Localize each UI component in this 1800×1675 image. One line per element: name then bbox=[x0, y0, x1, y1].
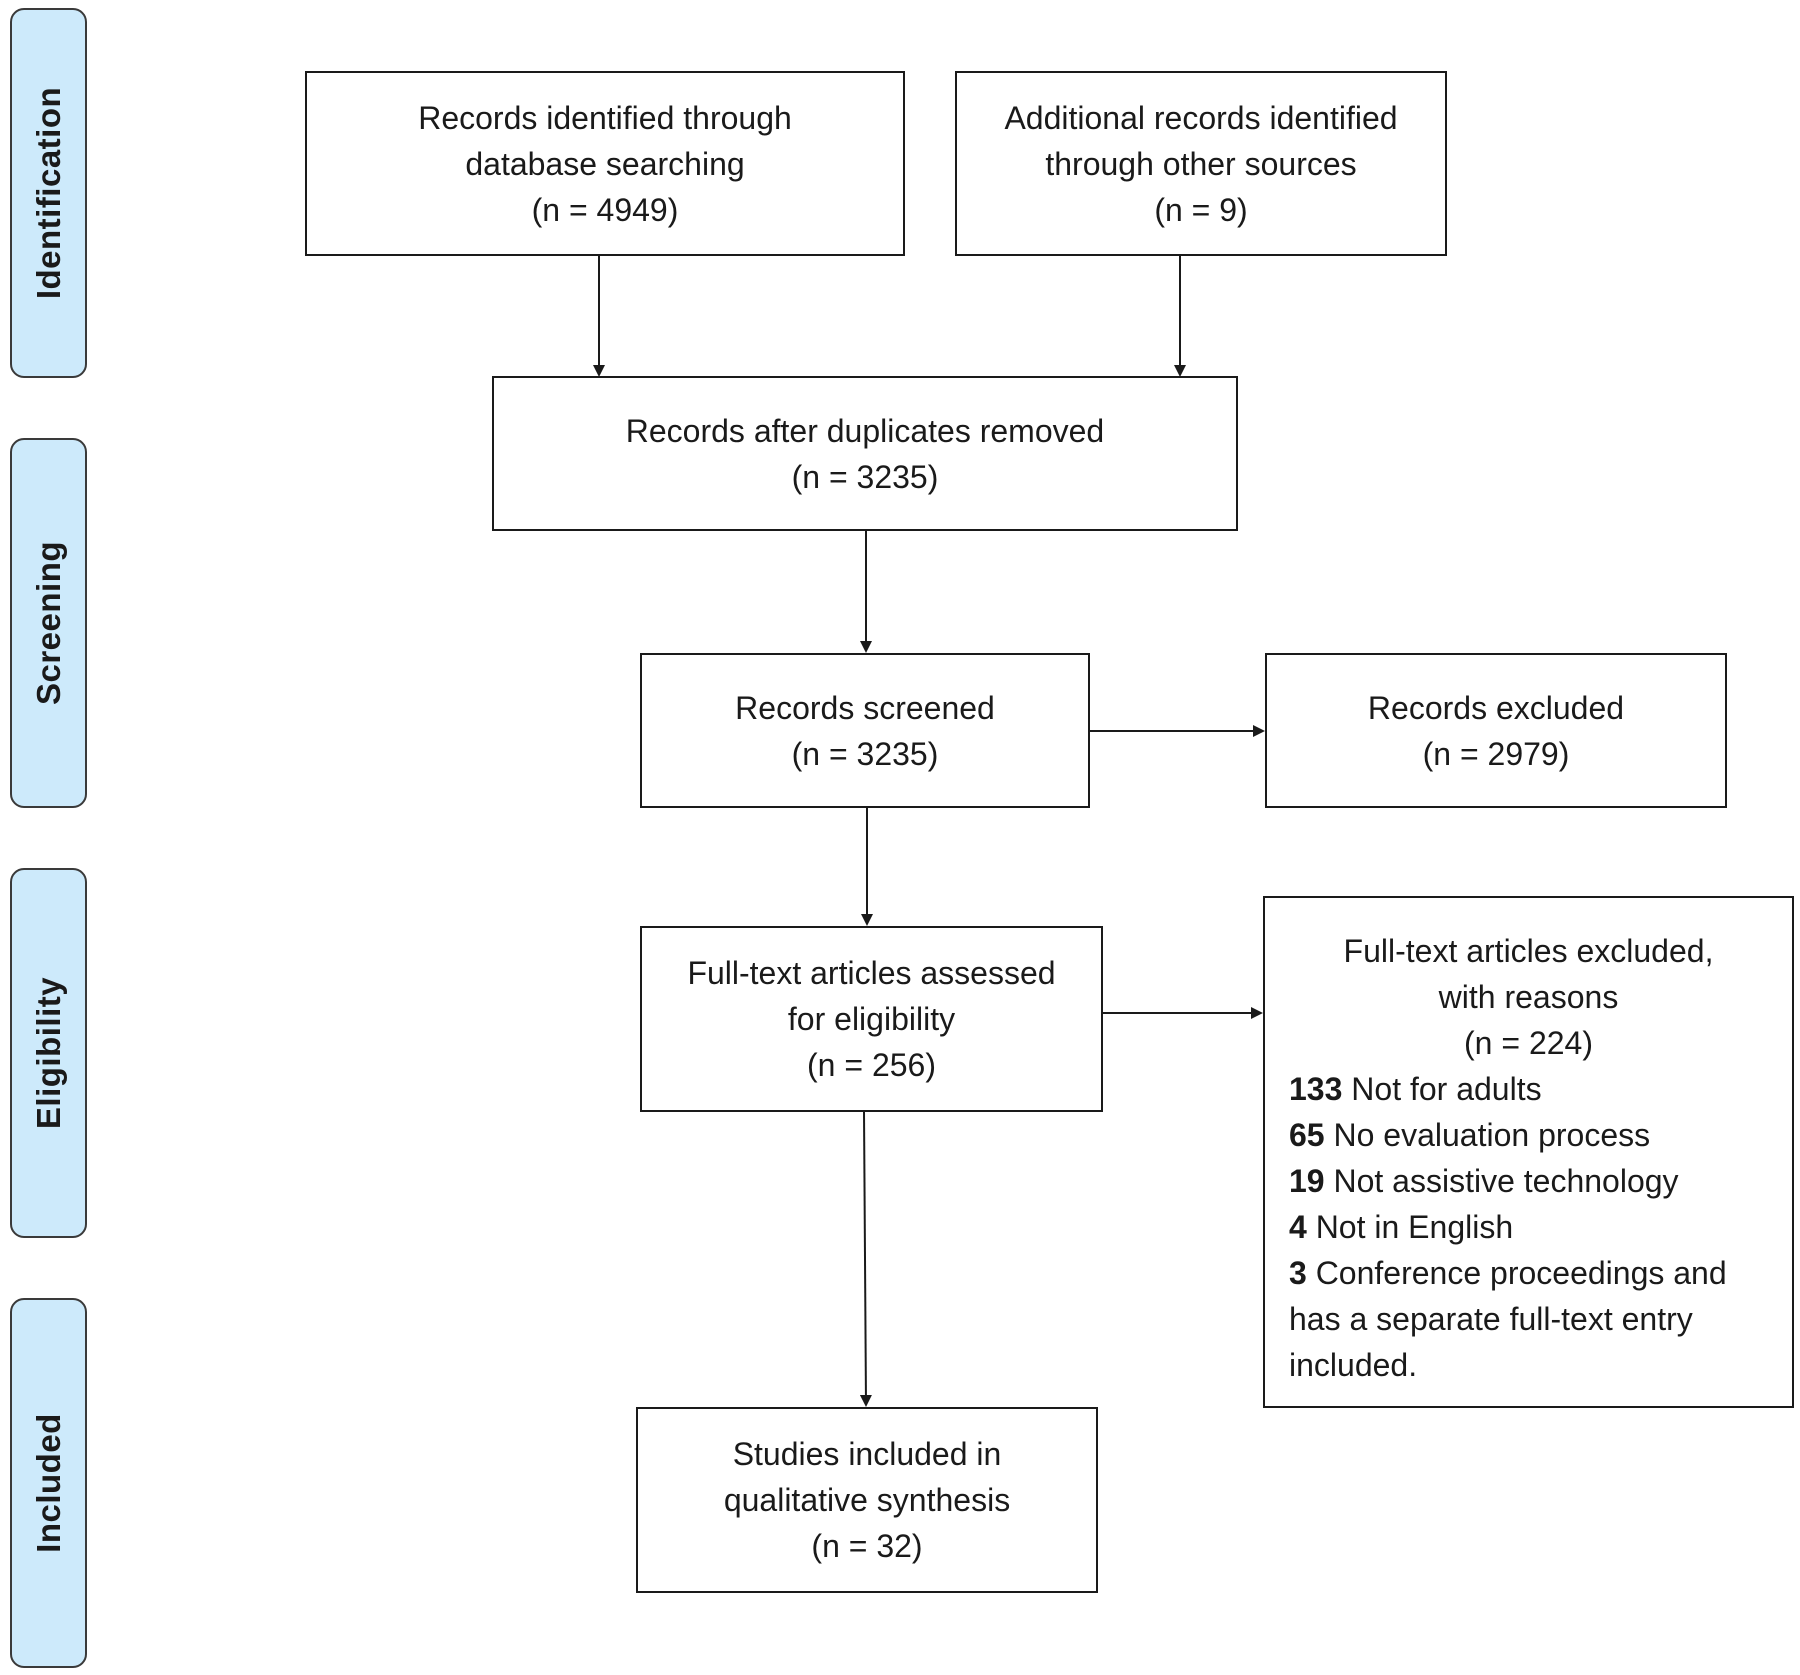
reason-count: 133 bbox=[1289, 1071, 1343, 1107]
box-line: Additional records identified bbox=[1004, 99, 1398, 136]
box-database-records: Records identified through database sear… bbox=[305, 71, 905, 256]
arrow-fulltext-to-included bbox=[859, 1110, 872, 1407]
reason-text: Conference proceedings and has a separat… bbox=[1289, 1255, 1727, 1383]
box-count: (n = 256) bbox=[807, 1047, 936, 1083]
reason-text: Not assistive technology bbox=[1324, 1163, 1679, 1199]
box-fulltext-assessed: Full-text articles assessed for eligibil… bbox=[640, 926, 1103, 1112]
reason-count: 3 bbox=[1289, 1255, 1307, 1291]
box-line: Full-text articles excluded, bbox=[1343, 933, 1714, 969]
box-line: qualitative synthesis bbox=[723, 1482, 1011, 1518]
exclusion-reason: 19 Not assistive technology bbox=[1289, 1158, 1770, 1204]
box-line: Full-text articles assessed bbox=[687, 955, 1056, 991]
box-line: Records identified through bbox=[418, 99, 792, 136]
box-line: through other sources bbox=[1045, 145, 1357, 182]
box-line: Records screened bbox=[735, 689, 995, 726]
reason-text: No evaluation process bbox=[1324, 1117, 1651, 1153]
exclusion-reason: 65 No evaluation process bbox=[1289, 1112, 1770, 1158]
box-studies-included: Studies included in qualitative synthesi… bbox=[636, 1407, 1098, 1593]
box-count: (n = 4949) bbox=[531, 191, 679, 228]
box-count: (n = 2979) bbox=[1422, 735, 1570, 772]
box-records-excluded: Records excluded (n = 2979) bbox=[1265, 653, 1727, 808]
box-count: (n = 9) bbox=[1154, 191, 1248, 228]
reason-count: 4 bbox=[1289, 1209, 1307, 1245]
reason-count: 19 bbox=[1289, 1163, 1325, 1199]
box-line: Records after duplicates removed bbox=[625, 412, 1105, 449]
box-after-duplicates: Records after duplicates removed (n = 32… bbox=[492, 376, 1238, 531]
exclusion-reason: 133 Not for adults bbox=[1289, 1066, 1770, 1112]
exclusion-reasons: 133 Not for adults 65 No evaluation proc… bbox=[1265, 1066, 1792, 1388]
box-line: Records excluded bbox=[1367, 689, 1625, 726]
box-count: (n = 3235) bbox=[791, 735, 939, 772]
box-fulltext-excluded: Full-text articles excluded, with reason… bbox=[1263, 896, 1794, 1408]
stage-screening: Screening bbox=[10, 438, 87, 808]
reason-text: Not for adults bbox=[1342, 1071, 1542, 1107]
box-other-sources: Additional records identified through ot… bbox=[955, 71, 1447, 256]
exclusion-reason: 4 Not in English bbox=[1289, 1204, 1770, 1250]
reason-count: 65 bbox=[1289, 1117, 1325, 1153]
reason-text: Not in English bbox=[1306, 1209, 1514, 1245]
box-count: (n = 32) bbox=[811, 1528, 923, 1564]
stage-eligibility: Eligibility bbox=[10, 868, 87, 1238]
box-line: Studies included in bbox=[732, 1436, 1002, 1472]
exclusion-reason: 3 Conference proceedings and has a separ… bbox=[1289, 1250, 1770, 1388]
box-line: for eligibility bbox=[787, 1001, 956, 1037]
box-line: database searching bbox=[465, 145, 745, 182]
box-records-screened: Records screened (n = 3235) bbox=[640, 653, 1090, 808]
box-count: (n = 224) bbox=[1464, 1025, 1593, 1061]
box-count: (n = 3235) bbox=[791, 458, 939, 495]
stage-identification: Identification bbox=[10, 8, 87, 378]
box-line: with reasons bbox=[1438, 979, 1619, 1015]
stage-included: Included bbox=[10, 1298, 87, 1668]
